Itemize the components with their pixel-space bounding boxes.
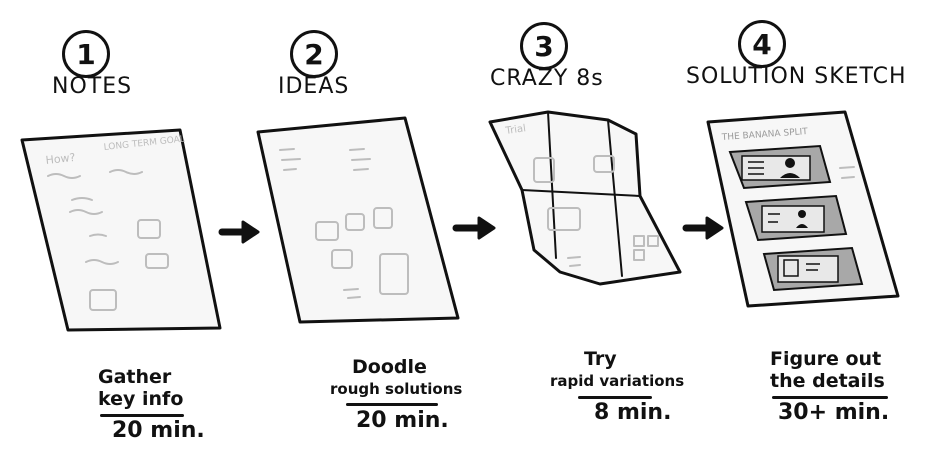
step-2-underline	[346, 403, 438, 406]
step-4-caption-line-2: the details	[770, 370, 885, 392]
arrow-2-icon	[452, 216, 496, 240]
step-1-time: 20 min.	[112, 418, 205, 443]
step-2-caption-line-1: Doodle	[352, 356, 427, 378]
step-1-number: 1	[62, 30, 110, 78]
step-2-title: IDEAS	[278, 74, 350, 99]
arrow-1-icon	[218, 220, 260, 244]
storyboard-panel-3	[762, 246, 864, 292]
storyboard-panel-1	[728, 144, 832, 190]
storyboard-panel-2	[744, 194, 848, 242]
step-1-title: NOTES	[52, 74, 133, 99]
notes-how-label: How?	[45, 151, 76, 167]
notes-paper: How? LONG TERM GOAL	[20, 128, 222, 332]
crazy-8s-paper: Trial	[488, 110, 682, 286]
step-2-time: 20 min.	[356, 408, 449, 433]
arrow-3-icon	[682, 216, 724, 240]
step-4-time: 30+ min.	[778, 400, 890, 425]
crazy8-trial-label: Trial	[504, 123, 527, 137]
step-4-title: SOLUTION SKETCH	[686, 64, 907, 89]
step-4-number: 4	[738, 20, 786, 68]
solution-sketch-paper: THE BANANA SPLIT	[706, 110, 900, 308]
step-3-caption-line-1: Try	[584, 348, 617, 370]
ideas-paper	[256, 116, 460, 324]
step-3-underline	[578, 396, 652, 399]
step-3-caption-line-2: rapid variations	[550, 372, 685, 390]
step-1-caption-line-2: key info	[98, 388, 184, 410]
step-2-caption-line-2: rough solutions	[330, 380, 463, 398]
step-2-number: 2	[290, 30, 338, 78]
step-4-caption-line-1: Figure out	[770, 348, 882, 370]
step-3-time: 8 min.	[594, 400, 672, 425]
step-3-number: 3	[520, 22, 568, 70]
step-1-caption-line-1: Gather	[98, 366, 172, 388]
step-4-underline	[772, 396, 888, 399]
step-3-title: CRAZY 8s	[490, 66, 604, 91]
step-1-underline	[100, 414, 184, 417]
